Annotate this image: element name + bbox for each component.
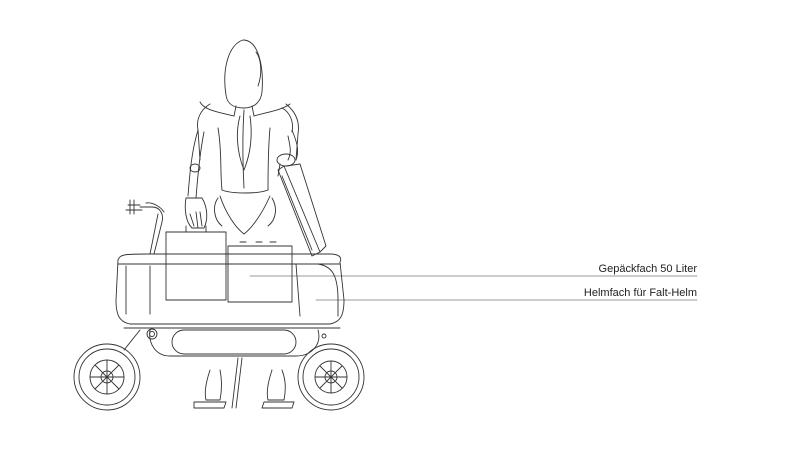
luggage-boxes bbox=[165, 225, 293, 303]
callout-lines bbox=[249, 275, 698, 301]
handlebar bbox=[125, 199, 165, 255]
mannequin-legs bbox=[193, 357, 295, 409]
scooter-body bbox=[115, 253, 345, 357]
rear-wheel bbox=[297, 343, 365, 411]
raised-seat bbox=[277, 163, 327, 257]
luggage-compartment-label: Gepäckfach 50 Liter bbox=[598, 263, 697, 275]
front-wheel bbox=[73, 329, 141, 411]
mannequin-figure bbox=[184, 39, 299, 235]
helmet-compartment-label: Helmfach für Falt-Helm bbox=[583, 287, 697, 299]
